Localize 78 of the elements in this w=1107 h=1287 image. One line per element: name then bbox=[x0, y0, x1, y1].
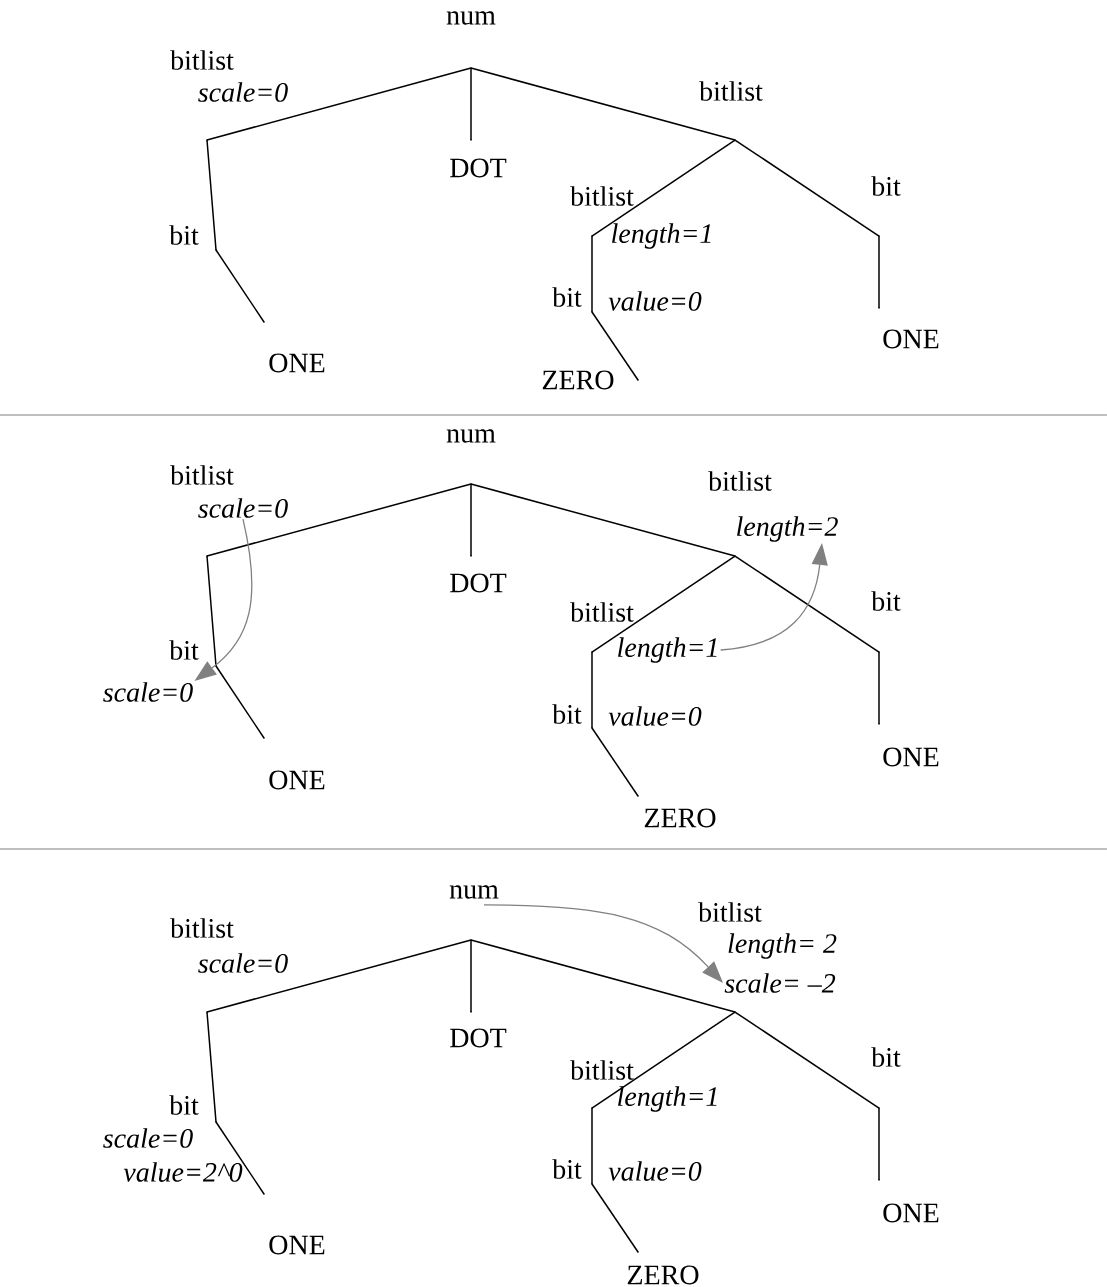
tree-label: ONE bbox=[883, 747, 939, 767]
tree-label: bitlist bbox=[708, 471, 772, 491]
tree-branch bbox=[206, 139, 217, 251]
tree-branch bbox=[470, 939, 736, 1013]
tree-branch bbox=[591, 1107, 593, 1185]
attribute-label: scale=0 bbox=[103, 1128, 193, 1148]
tree-label: ONE bbox=[269, 770, 325, 790]
tree-branch bbox=[215, 1121, 265, 1195]
attribute-label: length=1 bbox=[618, 1086, 717, 1112]
tree-branch bbox=[734, 1011, 880, 1109]
tree-label: bit bbox=[871, 591, 901, 611]
tree-branch bbox=[591, 727, 639, 797]
tree-label: bitlist bbox=[170, 465, 234, 485]
tree-label: bitlist bbox=[570, 602, 634, 622]
tree-branch bbox=[878, 1107, 880, 1181]
tree-label: num bbox=[446, 11, 496, 25]
tree-branch bbox=[206, 939, 472, 1013]
tree-label: ONE bbox=[883, 1203, 939, 1223]
attribute-label: value=2^0 bbox=[123, 1162, 243, 1182]
attribute-label: length= 2 bbox=[728, 933, 837, 959]
attribute-label: scale=0 bbox=[103, 682, 193, 702]
attribute-label: scale=0 bbox=[198, 498, 288, 518]
attribute-label: length=1 bbox=[618, 637, 717, 663]
attribute-label: scale=0 bbox=[198, 82, 288, 102]
tree-label: bitlist bbox=[570, 186, 634, 206]
tree-branch bbox=[215, 665, 265, 739]
tree-label: num bbox=[446, 429, 496, 443]
tree-branch bbox=[734, 555, 880, 653]
tree-label: DOT bbox=[450, 1028, 507, 1048]
tree-label: bit bbox=[552, 1159, 582, 1179]
tree-branch bbox=[470, 67, 736, 141]
tree-branch bbox=[470, 483, 472, 557]
tree-label: bit bbox=[552, 287, 582, 307]
tree-label: DOT bbox=[450, 158, 507, 178]
tree-label: ZERO bbox=[644, 808, 716, 828]
tree-branch bbox=[591, 235, 593, 313]
tree-label: ONE bbox=[883, 329, 939, 349]
tree-label: ONE bbox=[269, 1235, 325, 1255]
attribute-label: length=1 bbox=[612, 223, 711, 249]
attribute-label: scale= –2 bbox=[724, 973, 836, 993]
attribute-label: value=0 bbox=[608, 1161, 702, 1181]
tree-label: bit bbox=[871, 1047, 901, 1067]
tree-branch bbox=[206, 555, 217, 667]
tree-branch bbox=[878, 651, 880, 725]
tree-label: bitlist bbox=[170, 918, 234, 938]
tree-branch bbox=[215, 249, 265, 323]
attribute-label: value=0 bbox=[608, 291, 702, 311]
tree-branch bbox=[734, 139, 880, 237]
tree-label: bit bbox=[169, 1095, 199, 1115]
tree-branch bbox=[206, 67, 472, 141]
tree-label: bit bbox=[169, 640, 199, 660]
attribute-label: value=0 bbox=[608, 706, 702, 726]
tree-branch bbox=[470, 67, 472, 141]
tree-label: ONE bbox=[269, 353, 325, 373]
tree-branch bbox=[591, 1183, 639, 1253]
tree-label: bitlist bbox=[698, 902, 762, 922]
tree-branch bbox=[206, 1011, 217, 1123]
tree-branch bbox=[591, 555, 736, 653]
tree-label: bitlist bbox=[570, 1060, 634, 1080]
attribute-label: length=2 bbox=[737, 516, 838, 542]
tree-branch bbox=[878, 235, 880, 309]
tree-label: DOT bbox=[450, 573, 507, 593]
tree-branch bbox=[591, 651, 593, 729]
tree-label: bitlist bbox=[170, 50, 234, 70]
tree-branch bbox=[470, 939, 472, 1013]
tree-branch bbox=[470, 483, 736, 557]
tree-label: ZERO bbox=[542, 370, 614, 390]
tree-label: bit bbox=[169, 225, 199, 245]
tree-label: ZERO bbox=[627, 1265, 699, 1285]
tree-branch bbox=[206, 483, 472, 557]
tree-label: num bbox=[449, 885, 499, 899]
tree-label: bit bbox=[552, 704, 582, 724]
tree-branch bbox=[591, 139, 736, 237]
tree-branch bbox=[591, 1011, 736, 1109]
tree-label: bitlist bbox=[699, 81, 763, 101]
attribute-label: scale=0 bbox=[198, 953, 288, 973]
tree-label: bit bbox=[871, 176, 901, 196]
tree-branch bbox=[591, 311, 639, 381]
